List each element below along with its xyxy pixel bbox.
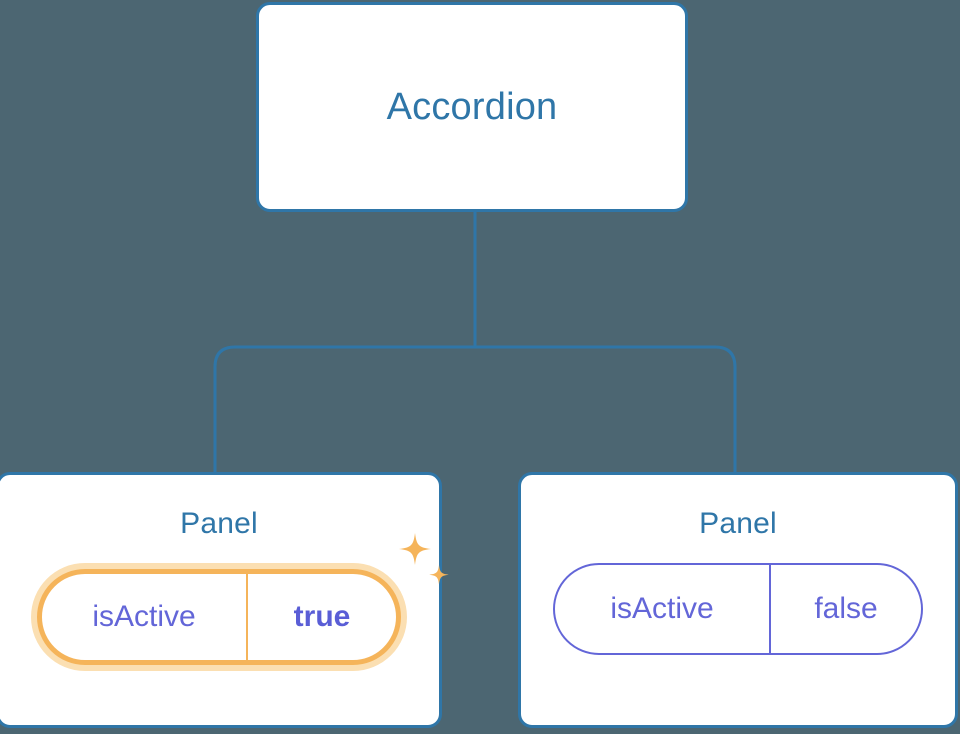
prop-key: isActive	[555, 565, 771, 653]
prop-key: isActive	[42, 574, 248, 660]
prop-pill-isactive-true[interactable]: isActive true	[37, 569, 401, 665]
connector-branch-left	[213, 345, 475, 474]
prop-value: false	[814, 592, 878, 625]
prop-pill-isactive-false[interactable]: isActive false	[553, 563, 923, 655]
prop-pill-wrapper-left: isActive true	[31, 533, 449, 671]
node-panel-left[interactable]: Panel isActive true	[0, 472, 449, 728]
prop-pill-highlight-halo: isActive true	[31, 563, 407, 671]
node-panel-right[interactable]: Panel isActive false	[518, 472, 958, 728]
prop-value: true	[293, 600, 351, 633]
connector-branch-right	[475, 345, 737, 474]
node-accordion[interactable]: Accordion	[256, 2, 688, 212]
node-panel-left-title: Panel	[180, 507, 258, 540]
node-accordion-title: Accordion	[386, 85, 558, 128]
sparkle-large-icon	[399, 533, 431, 565]
node-panel-right-title: Panel	[699, 507, 777, 540]
prop-pill-wrapper-right: isActive false	[553, 563, 923, 655]
